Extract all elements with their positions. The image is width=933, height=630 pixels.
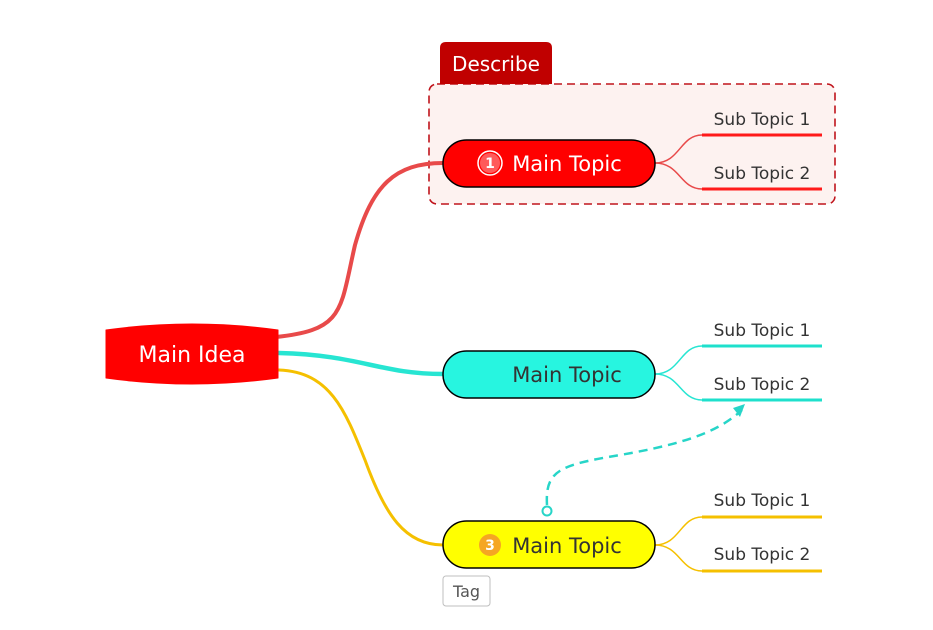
tag[interactable]: Tag (442, 575, 491, 607)
main-topic-2-shape[interactable] (442, 350, 656, 399)
subtopic-1-1[interactable]: Sub Topic 1 (714, 110, 811, 130)
main-topic-1-label: Main Topic (512, 152, 622, 176)
sub-connector-3-1 (654, 516, 822, 546)
subtopic-3-2[interactable]: Sub Topic 2 (714, 545, 811, 565)
sub-connector-2-1 (654, 345, 822, 375)
main-topic-3-shape[interactable] (442, 520, 656, 569)
priority-1-icon-label: 1 (485, 156, 495, 172)
relationship-start-handle[interactable] (541, 505, 553, 517)
relationship-arrow-icon (733, 404, 745, 417)
tag-label: Tag (452, 582, 480, 601)
subtopic-1-2[interactable]: Sub Topic 2 (714, 164, 811, 184)
relationship-line[interactable] (541, 404, 746, 517)
priority-3-icon-label: 3 (485, 538, 495, 554)
sub-connector-1-2 (654, 162, 822, 190)
tag-box[interactable] (442, 575, 491, 607)
subtopic-2-2[interactable]: Sub Topic 2 (714, 375, 811, 395)
sub-connector-1-1 (654, 134, 822, 164)
branch-connector-1 (274, 161, 445, 339)
subtopic-2-1[interactable]: Sub Topic 1 (714, 321, 811, 341)
main-topic-2[interactable]: Main Topic (442, 350, 656, 399)
sub-connector-2-2 (654, 373, 822, 401)
main-topic-3[interactable]: 3 Main Topic (442, 520, 656, 569)
main-topic-2-label: Main Topic (512, 363, 622, 387)
central-topic[interactable]: Main Idea (105, 323, 279, 385)
sub-connector-3-2 (654, 544, 822, 572)
central-topic-shape[interactable] (105, 323, 279, 385)
boundary-label-tab[interactable] (440, 42, 552, 84)
main-topic-1[interactable]: 1 Main Topic (442, 139, 656, 188)
priority-1-icon: 1 (477, 150, 503, 176)
priority-3-icon: 3 (479, 534, 501, 556)
main-topic-3-label: Main Topic (512, 534, 622, 558)
branch-connector-2 (276, 350, 446, 377)
branch-connector-3 (277, 368, 445, 547)
boundary-label: Describe (452, 52, 540, 76)
central-topic-label: Main Idea (139, 343, 246, 368)
subtopic-3-1[interactable]: Sub Topic 1 (714, 491, 811, 511)
